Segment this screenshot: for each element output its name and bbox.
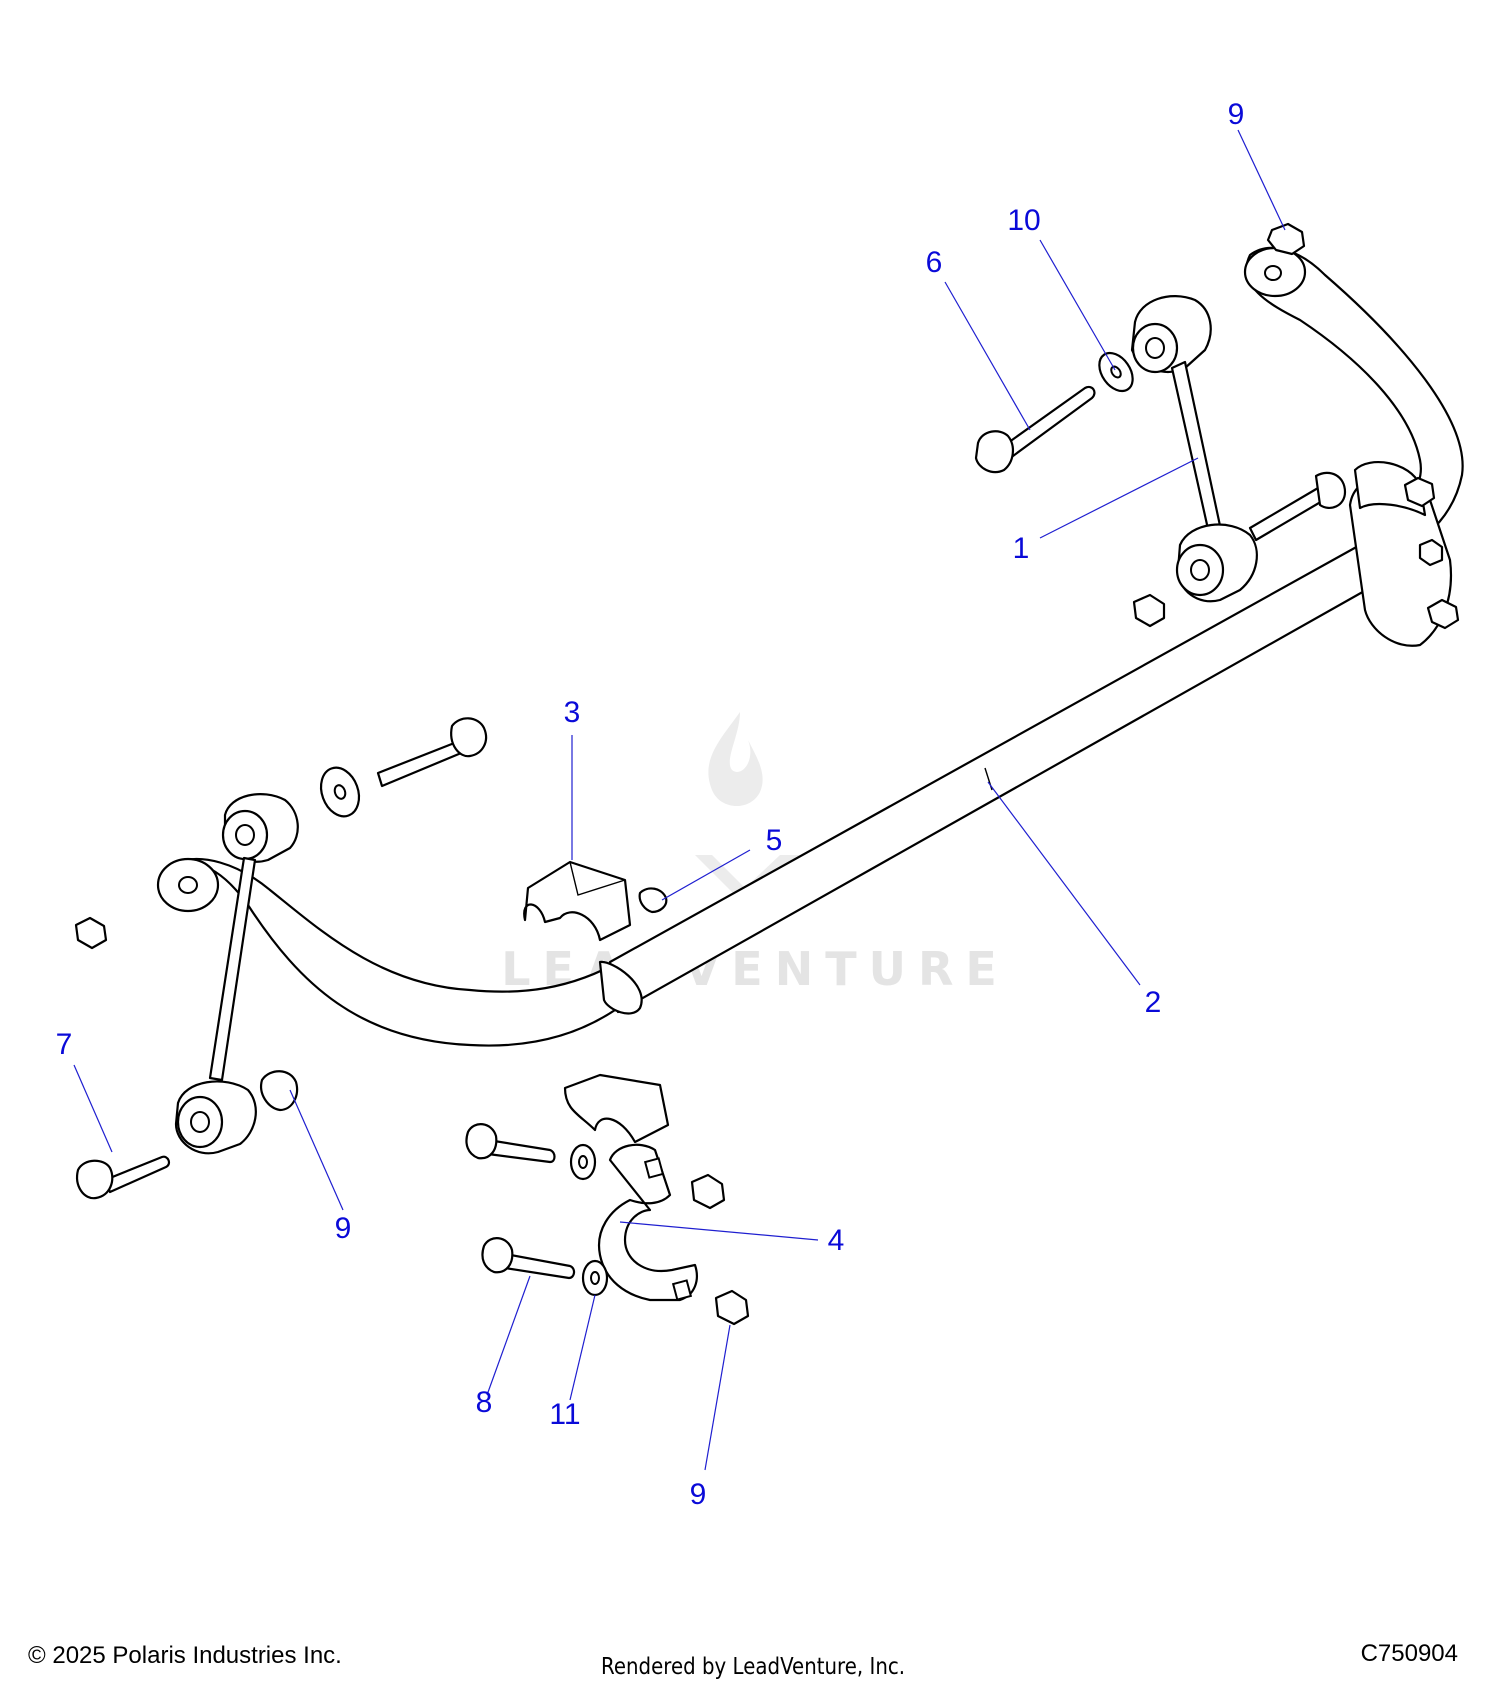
leader-11 (569, 1294, 596, 1401)
lower-clamp-bolt1-head (465, 1123, 498, 1160)
callout-5: 5 (766, 824, 783, 857)
left-upper-washer-hole (333, 784, 347, 800)
leader-9-bottom (704, 1324, 731, 1471)
lower-clamp-bolt1-shank (486, 1138, 556, 1164)
callout-labels: 9 10 6 1 3 5 2 7 9 4 8 11 9 (56, 98, 1245, 1511)
right-clamp-nut-low (1426, 598, 1460, 630)
left-link-rod (208, 856, 257, 1082)
callout-7: 7 (56, 1028, 73, 1061)
sway-bar-left-eye-hole (178, 876, 198, 894)
right-link (1130, 295, 1258, 603)
lower-clamp-nut2 (714, 1289, 750, 1326)
callout-9-top: 9 (1228, 98, 1245, 131)
grease-fitting-body (638, 887, 668, 914)
callout-6: 6 (926, 246, 943, 279)
left-lower-washer (260, 1070, 299, 1112)
sway-bar (156, 246, 1464, 1047)
sway-bar-right-eye-hole (1264, 265, 1282, 281)
left-link-lower-eye-hole (190, 1111, 210, 1133)
right-clamp-bolt-head (1314, 471, 1347, 509)
right-clamp-nut-mid (1418, 538, 1444, 567)
leader-9-left (289, 1089, 344, 1211)
callout-2: 2 (1145, 986, 1162, 1019)
upper-right-nut (1266, 222, 1306, 256)
lower-clamp-bolt2-shank (503, 1252, 576, 1280)
leader-4 (619, 1221, 819, 1241)
leader-5 (661, 849, 751, 901)
leader-8 (486, 1275, 531, 1396)
left-link-upper-eye-hole (235, 824, 255, 846)
left-link (76, 793, 299, 1200)
leader-1 (1039, 457, 1199, 539)
leader-2 (987, 781, 1141, 986)
callout-1: 1 (1013, 532, 1030, 565)
callout-8: 8 (476, 1386, 493, 1419)
right-link-lower-eye-hole (1190, 559, 1210, 581)
right-clamp-nut-top (1403, 476, 1436, 508)
right-clamp-assembly (1248, 461, 1460, 647)
copyright-text: © 2025 Polaris Industries Inc. (28, 1642, 342, 1669)
watermark: LEADVENTURE (501, 712, 997, 996)
upper-link-hardware (974, 222, 1306, 628)
watermark-v-icon (695, 855, 800, 905)
right-link-upper-eye-hole (1145, 337, 1165, 359)
lower-clamp-bracket (597, 1143, 698, 1302)
lower-clamp-washer2-hole (590, 1271, 600, 1285)
lower-clamp-assembly (465, 1073, 750, 1326)
lower-bushing-body (563, 1073, 670, 1144)
callout-9-bottom: 9 (690, 1478, 707, 1511)
watermark-flame-icon (708, 712, 763, 807)
right-clamp-bolt (1248, 486, 1326, 542)
lower-clamp-bolt2-head (481, 1237, 514, 1274)
callout-4: 4 (828, 1224, 845, 1257)
lower-clamp-washer1-hole (578, 1155, 588, 1169)
upper-link-bolt-head (974, 430, 1014, 474)
leader-lines (73, 129, 1286, 1471)
upper-link-bolt-shank (1003, 385, 1096, 458)
left-nut (74, 916, 108, 950)
callout-3: 3 (564, 696, 581, 729)
leader-10 (1039, 239, 1116, 371)
leader-7 (73, 1064, 113, 1153)
lower-clamp-slot-top (643, 1157, 665, 1179)
callout-10: 10 (1007, 204, 1040, 237)
lower-clamp-nut1 (690, 1173, 726, 1210)
callout-11: 11 (549, 1398, 580, 1431)
left-upper-bolt-head (450, 717, 488, 758)
leader-9-top (1237, 129, 1286, 231)
bushing-upper-body (523, 860, 632, 942)
right-link-rod (1170, 360, 1224, 540)
leader-6 (944, 281, 1031, 431)
grease-fitting (638, 887, 668, 914)
left-lower-bolt-shank (103, 1155, 171, 1194)
lower-clamp-slot-bottom (671, 1279, 693, 1301)
callout-9-left: 9 (335, 1212, 352, 1245)
diagram-code: C750904 (1360, 1640, 1458, 1667)
sway-bar-collar (598, 960, 643, 1015)
bushing-upper-top-edge (569, 861, 626, 896)
upper-link-washer-hole (1110, 365, 1122, 379)
left-lower-bolt-head (76, 1159, 114, 1200)
right-link-lower-nut (1132, 593, 1166, 628)
rendered-by-text: Rendered by LeadVenture, Inc. (601, 1654, 906, 1680)
left-upper-hardware (74, 717, 488, 950)
bushing-upper (523, 860, 632, 942)
